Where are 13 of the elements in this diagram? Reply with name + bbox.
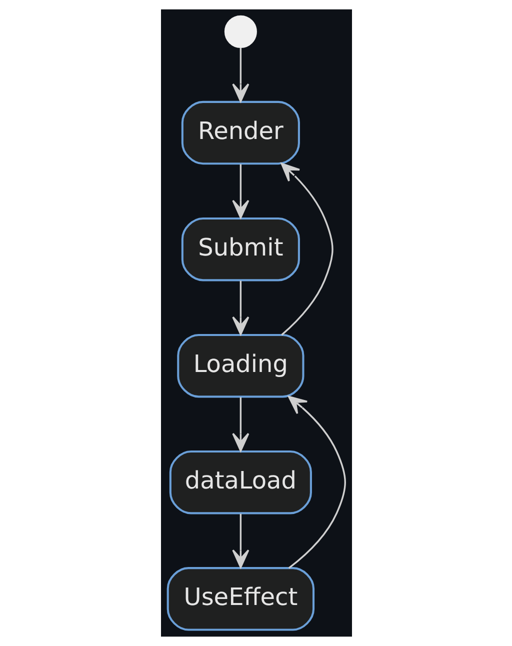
node-box: Loading [176, 334, 304, 398]
arrow [232, 397, 249, 452]
arrow [232, 514, 249, 568]
arrow [280, 162, 333, 336]
node-box: Submit [180, 217, 300, 282]
arrow [232, 164, 249, 219]
node-box: Render [180, 100, 300, 165]
arrow [232, 280, 249, 336]
arrow [288, 396, 346, 569]
node-circle [224, 15, 256, 48]
node-box: dataLoad [168, 450, 312, 514]
arrow [232, 48, 249, 102]
node-box: UseEffect [166, 567, 314, 631]
